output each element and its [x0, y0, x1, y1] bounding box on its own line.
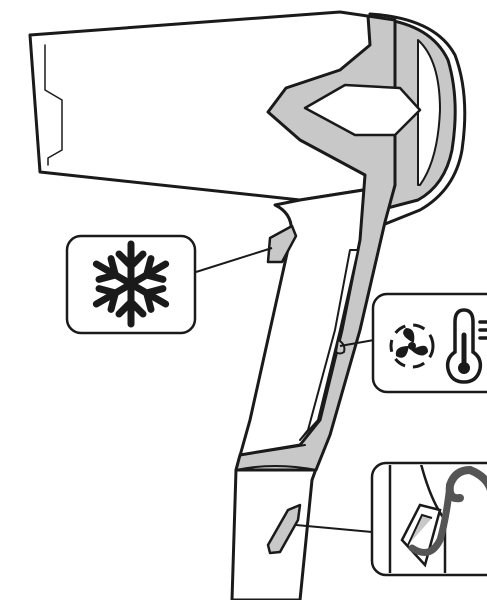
leader-switch	[339, 339, 375, 347]
nozzle-inner-outline	[44, 44, 63, 166]
dryer-body	[28, 10, 467, 600]
callout-fan-heat-switch	[371, 292, 487, 394]
callout-cool-shot	[65, 234, 197, 335]
cool-shot-button	[266, 224, 298, 264]
leader-lines	[195, 247, 375, 533]
snowflake-icon	[92, 240, 170, 328]
handle-inner-strip	[299, 249, 359, 441]
handle-base-curve	[235, 465, 317, 471]
callout-hanging-loop	[370, 461, 487, 577]
rear-vent	[417, 39, 441, 186]
hanging-loop-slot	[266, 503, 302, 555]
leader-cool-shot	[195, 247, 273, 273]
leader-hanging-loop	[295, 524, 373, 533]
handle-base-line	[239, 444, 306, 456]
thermometer-icon	[445, 308, 487, 384]
fan-icon	[389, 323, 435, 369]
frame-cutout	[303, 83, 422, 137]
cord-loop-icon	[388, 465, 487, 573]
